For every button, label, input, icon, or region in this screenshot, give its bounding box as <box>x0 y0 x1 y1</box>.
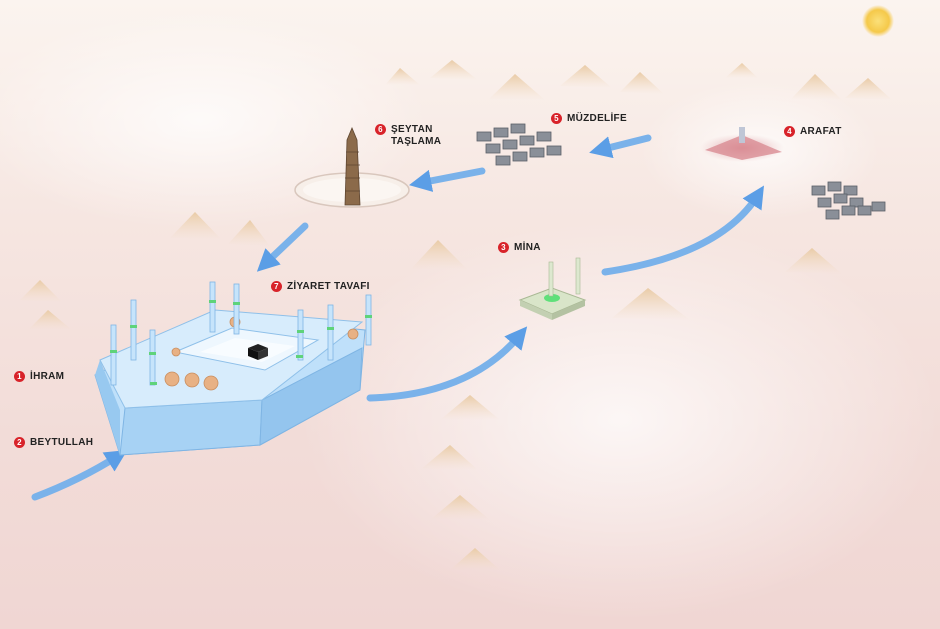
step-marker: 5 <box>551 113 562 124</box>
step-ihram: 1 İHRAM <box>14 371 64 383</box>
tent-icon <box>476 123 886 220</box>
kaaba-icon <box>248 344 268 360</box>
step-seytan-taslama: 6 ŞEYTAN TAŞLAMA <box>375 124 441 148</box>
mina-mosque-icon <box>518 257 587 320</box>
step-marker: 1 <box>14 371 25 382</box>
arafat-mount-icon <box>700 127 784 162</box>
arrow-seytan-to-ziyaret <box>256 222 309 272</box>
step-ziyaret-tavafi: 7 ZİYARET TAVAFI <box>271 281 370 293</box>
step-mina: 3 MİNA <box>498 242 541 254</box>
mosque-icon <box>94 281 372 456</box>
step-marker: 2 <box>14 437 25 448</box>
arrow-beytullah-to-mina <box>366 326 528 402</box>
step-marker: 4 <box>784 126 795 137</box>
step-label: ZİYARET TAVAFI <box>287 281 370 292</box>
step-label: ARAFAT <box>800 126 842 137</box>
arrow-mina-to-arafat <box>601 185 764 276</box>
pillar-icon <box>294 126 410 208</box>
step-marker: 6 <box>375 124 386 135</box>
arrow-muzdelife-to-seytan <box>409 167 486 192</box>
step-label: MİNA <box>514 242 541 253</box>
step-beytullah: 2 BEYTULLAH <box>14 437 93 449</box>
step-muzdelife: 5 MÜZDELİFE <box>551 113 627 125</box>
step-marker: 7 <box>271 281 282 292</box>
step-label: ŞEYTAN TAŞLAMA <box>391 124 442 147</box>
sun-icon <box>862 5 894 37</box>
step-label: BEYTULLAH <box>30 437 94 448</box>
route-arrows <box>31 134 764 501</box>
step-marker: 3 <box>498 242 509 253</box>
desert-dunes <box>20 60 892 570</box>
step-arafat: 4 ARAFAT <box>784 126 842 138</box>
arrow-arafat-to-muzdelife <box>589 134 652 159</box>
step-label: MÜZDELİFE <box>567 113 627 124</box>
arrow-ihram-to-beytullah <box>31 450 128 501</box>
step-label: İHRAM <box>30 371 65 382</box>
